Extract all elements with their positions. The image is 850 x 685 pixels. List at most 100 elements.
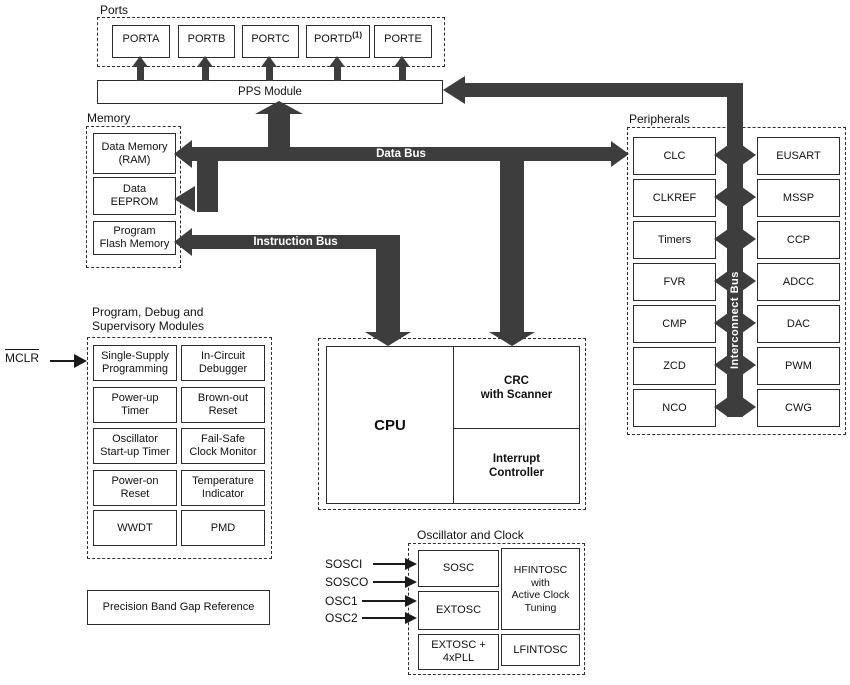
pps-to-porta-arrow [132, 56, 148, 67]
mclr-arrow-line [50, 360, 75, 362]
sosci-pin-label: SOSCI [325, 557, 363, 571]
interconnect-row1-left-arrowhead [714, 145, 728, 165]
debug-group-outline [87, 337, 272, 559]
data-bus-to-pps-arrowhead [255, 101, 303, 114]
cpu-box: CPU [327, 347, 454, 503]
portd-box: PORTD(1) [306, 25, 370, 58]
in-circuit-debugger-box: In-Circuit Debugger [181, 345, 265, 381]
pps-to-portc-arrow [261, 56, 277, 67]
power-on-reset-box: Power-on Reset [93, 470, 177, 506]
interconnect-row4-left-arrowhead [714, 271, 728, 291]
osc2-arrow-line [362, 617, 405, 619]
pwm-box: PWM [757, 347, 840, 385]
extosc-4xpll-box: EXTOSC + 4xPLL [418, 634, 499, 670]
portc-box: PORTC [242, 25, 299, 58]
interconnect-row6-right-arrowhead [742, 355, 756, 375]
osc1-arrowhead [405, 595, 417, 607]
ccp-box: CCP [757, 221, 840, 259]
data-bus-to-cpu-arrowhead [489, 332, 535, 346]
pps-to-porte-arrow [394, 56, 410, 67]
osc1-arrow-line [362, 600, 405, 602]
interconnect-row2-left-arrowhead [714, 187, 728, 207]
cpu-block: CPU CRC with Scanner Interrupt Controlle… [326, 346, 580, 504]
instruction-bus-to-flash-arrowhead [174, 228, 192, 256]
sosco-arrow-line [373, 581, 405, 583]
cpu-group-outline [318, 338, 586, 510]
data-bus-eeprom-branch-shaft [197, 154, 218, 212]
crc-with-scanner-box: CRC with Scanner [454, 347, 579, 429]
data-bus-pps-branch-shaft [268, 113, 290, 158]
mclr-pin-label: MCLR [5, 349, 40, 365]
portd-label: PORTD [313, 33, 353, 45]
power-up-timer-box: Power-up Timer [93, 387, 177, 423]
osc1-pin-label: OSC1 [325, 594, 358, 608]
interconnect-row7-right-arrowhead [742, 397, 756, 417]
instruction-bus-bar: Instruction Bus [191, 235, 400, 249]
portb-box: PORTB [178, 25, 235, 58]
single-supply-programming-box: Single-Supply Programming [93, 345, 177, 381]
precision-band-gap-reference-box: Precision Band Gap Reference [87, 590, 270, 625]
interconnect-bus-bar [727, 83, 743, 417]
oscillator-start-up-timer-box: Oscillator Start-up Timer [93, 428, 177, 464]
nco-box: NCO [633, 389, 716, 427]
mclr-arrowhead [74, 354, 87, 368]
hfintosc-box: HFINTOSC with Active Clock Tuning [501, 548, 580, 630]
interrupt-controller-box: Interrupt Controller [489, 453, 544, 479]
porte-box: PORTE [374, 25, 432, 58]
fail-safe-clock-monitor-box: Fail-Safe Clock Monitor [181, 428, 265, 464]
temperature-indicator-box: Temperature Indicator [181, 470, 265, 506]
interconnect-row4-right-arrowhead [742, 271, 756, 291]
cpu-right-column: CRC with Scanner Interrupt Controller [454, 347, 579, 503]
pps-to-portb-shaft [202, 66, 209, 81]
sosco-arrowhead [405, 576, 417, 588]
pps-to-portc-shaft [266, 66, 273, 81]
data-bus-cpu-drop-shaft [500, 154, 524, 333]
porta-box: PORTA [112, 25, 170, 58]
interconnect-row5-left-arrowhead [714, 313, 728, 333]
data-bus-bar: Data Bus [191, 147, 611, 161]
data-bus-to-ram-arrowhead [174, 140, 192, 168]
clkref-box: CLKREF [633, 179, 716, 217]
interconnect-row6-left-arrowhead [714, 355, 728, 375]
portd-footnote: (1) [352, 30, 363, 40]
cwg-box: CWG [757, 389, 840, 427]
interconnect-row3-right-arrowhead [742, 229, 756, 249]
fvr-box: FVR [633, 263, 716, 301]
zcd-box: ZCD [633, 347, 716, 385]
brown-out-reset-box: Brown-out Reset [181, 387, 265, 423]
data-eeprom-box: Data EEPROM [93, 177, 176, 215]
sosc-box: SOSC [418, 550, 499, 587]
memory-group-label: Memory [87, 111, 131, 125]
sosco-pin-label: SOSCO [325, 575, 369, 589]
mssp-box: MSSP [757, 179, 840, 217]
adcc-box: ADCC [757, 263, 840, 301]
peripherals-group-label: Peripherals [629, 112, 690, 126]
sosci-arrow-line [373, 563, 405, 565]
lfintosc-box: LFINTOSC [501, 634, 580, 666]
osc2-arrowhead [405, 612, 417, 624]
timers-box: Timers [633, 221, 716, 259]
interconnect-to-pps-arrowhead [443, 76, 465, 104]
clc-box: CLC [633, 137, 716, 175]
interconnect-row3-left-arrowhead [714, 229, 728, 249]
program-flash-memory-box: Program Flash Memory [93, 221, 176, 255]
pps-to-portd-shaft [334, 66, 341, 81]
oscillator-group-outline [408, 543, 585, 675]
pps-to-porte-shaft [399, 66, 406, 81]
wwdt-box: WWDT [93, 510, 177, 546]
interconnect-row2-right-arrowhead [742, 187, 756, 207]
data-bus-to-clc-arrowhead [611, 141, 629, 167]
instruction-bus-cpu-drop-shaft [376, 242, 400, 333]
pps-to-porta-shaft [137, 66, 144, 81]
mclr-text: MCLR [5, 349, 40, 365]
interconnect-to-pps-bar [464, 83, 743, 97]
eusart-box: EUSART [757, 137, 840, 175]
pmd-box: PMD [181, 510, 265, 546]
debug-group-label: Program, Debug and Supervisory Modules [92, 305, 205, 333]
osc2-pin-label: OSC2 [325, 611, 358, 625]
pps-to-portb-arrow [197, 56, 213, 67]
data-bus-to-eeprom-arrowhead [174, 186, 195, 212]
ports-group-label: Ports [100, 3, 129, 17]
pps-to-portd-arrow [329, 56, 345, 67]
